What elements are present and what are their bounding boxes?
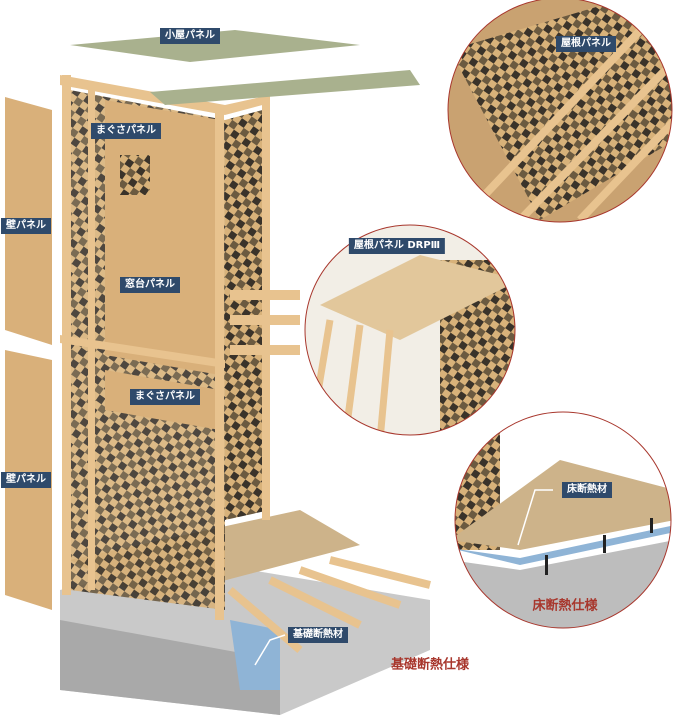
attic-panel-shape bbox=[70, 30, 360, 62]
side-wall bbox=[225, 108, 270, 520]
label-lintel-panel-upper: まぐさパネル bbox=[91, 123, 161, 139]
label-sill-panel: 窓台パネル bbox=[120, 277, 180, 293]
label-lintel-panel-lower: まぐさパネル bbox=[130, 389, 200, 405]
label-roof-panel: 屋根パネル bbox=[556, 36, 616, 52]
upper-wall-panel bbox=[105, 100, 220, 375]
label-foundation-insulation: 基礎断熱材 bbox=[288, 627, 348, 643]
floor-detail-circle bbox=[455, 412, 671, 628]
label-roof-panel-drp: 屋根パネル DRPⅢ bbox=[348, 238, 446, 254]
label-floor-insulation: 床断熱材 bbox=[562, 482, 612, 498]
roof-drp-detail-circle bbox=[305, 225, 515, 435]
caption-foundation-insulation-spec: 基礎断熱仕様 bbox=[390, 657, 470, 673]
roof-detail-circle bbox=[448, 0, 672, 222]
label-wall-panel-upper: 壁パネル bbox=[1, 218, 51, 234]
foundation-insulation-leader bbox=[254, 634, 286, 666]
caption-floor-insulation-spec: 床断熱仕様 bbox=[532, 598, 598, 614]
label-attic-panel: 小屋パネル bbox=[160, 28, 220, 44]
label-wall-panel-lower: 壁パネル bbox=[1, 472, 51, 488]
window-opening bbox=[120, 155, 150, 195]
ceiling-panel-shape bbox=[150, 70, 420, 105]
floor-insulation-leader bbox=[517, 489, 553, 546]
